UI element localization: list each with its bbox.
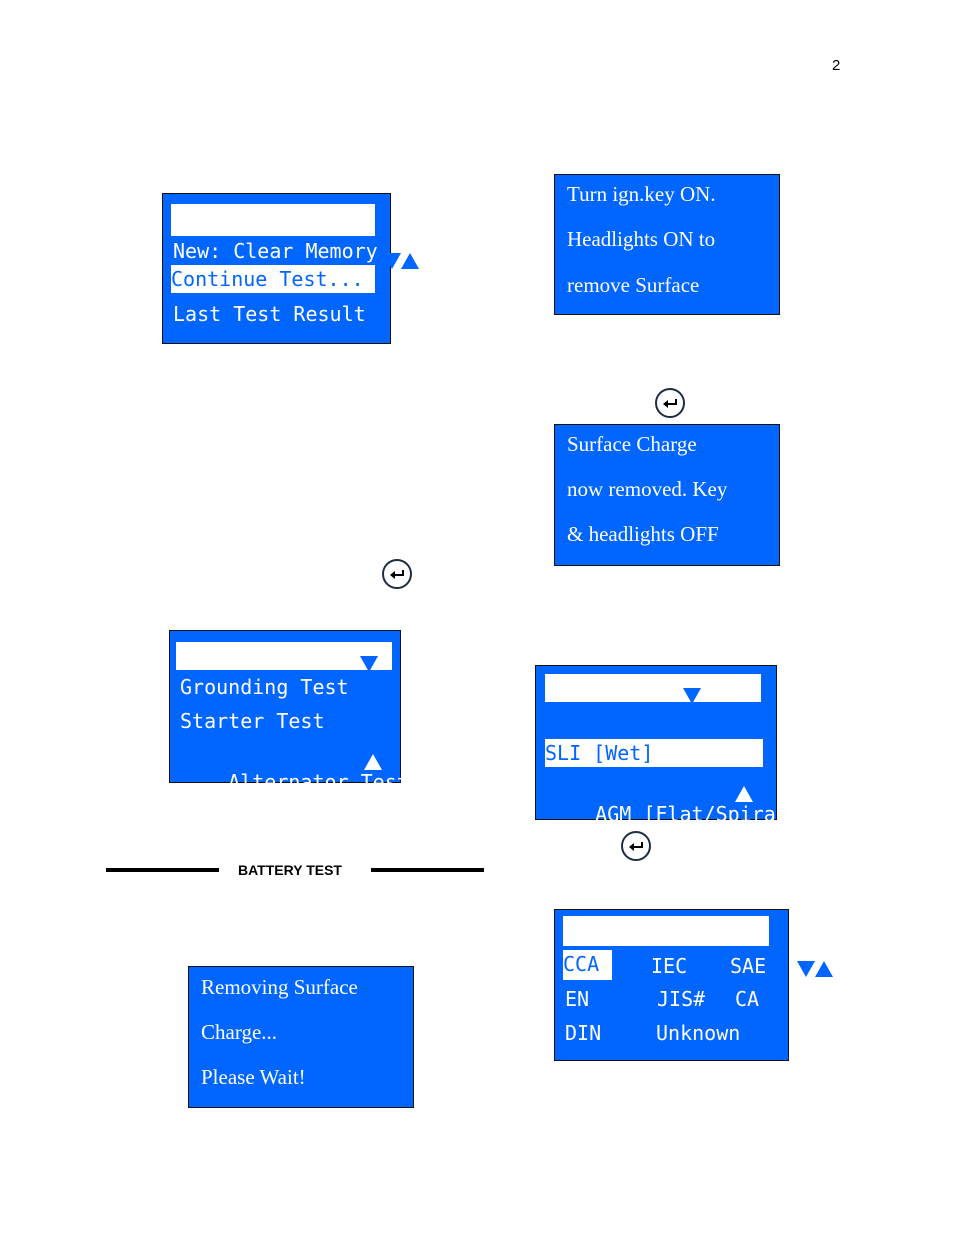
rating-option-ca: CA (735, 987, 760, 1011)
continue-test-row: Continue Test... (171, 265, 375, 293)
last-test-result-row: Last Test Result (173, 302, 366, 326)
up-arrow-icon (364, 753, 382, 770)
battery-menu-screen: Battery Test Grounding Test Starter Test… (169, 630, 409, 794)
rating-option-sae: SAE (730, 954, 767, 978)
sli-wet-row: SLI [Wet] (545, 739, 763, 767)
removing-row-3: Please Wait! (201, 1065, 306, 1089)
down-arrow-icon (360, 655, 378, 672)
removed-row-2: now removed. Key (567, 477, 728, 501)
rating-option-en: EN (565, 987, 590, 1011)
grounding-test-row: Grounding Test (180, 675, 349, 699)
section-rule-left (106, 868, 219, 872)
select-test-screen: Select Test New: Clear Memory Continue T… (162, 193, 420, 344)
enter-key-icon (382, 559, 412, 589)
enter-key-icon (655, 388, 685, 418)
ign-row-2: Headlights ON to (567, 227, 716, 251)
removing-row-1: Removing Surface (201, 975, 358, 999)
rating-option-din: DIN (565, 1021, 602, 1045)
rating-option-iec: IEC (651, 954, 688, 978)
ign-row-3: remove Surface (567, 273, 700, 297)
down-arrow-icon (683, 687, 701, 704)
battery-test-row: Battery Test (176, 642, 392, 696)
select-test-title: Select Test (219, 240, 352, 264)
removed-row-1: Surface Charge (567, 432, 697, 456)
rating-option-unknown: Unknown (656, 1021, 741, 1045)
removed-row-3: & headlights OFF (567, 522, 719, 546)
rating-option-cca: CCA (563, 950, 612, 980)
select-test-title-row: Select Test (171, 204, 420, 269)
down-arrow-icon (797, 960, 816, 977)
enter-key-icon (621, 831, 651, 861)
select-type-title-row: Select Type (545, 674, 761, 728)
agm-label: AGM [Flat/Spiral] (595, 802, 800, 826)
rating-option-jis: JIS# (657, 987, 706, 1011)
section-title: BATTERY TEST (238, 862, 342, 878)
alternator-test-row: Alternator Test (180, 740, 409, 852)
removing-surface-screen: Removing Surface Charge... Please Wait! (188, 966, 414, 1108)
page-number: 2 (832, 57, 841, 74)
up-arrow-icon (401, 252, 420, 269)
select-type-screen: Select Type SLI [Wet] AGM [Flat/Spiral] (535, 665, 800, 826)
alternator-test-label: Alternator Test (228, 770, 409, 794)
up-arrow-icon (815, 960, 834, 977)
battery-test-label: Battery Test (224, 672, 369, 696)
ign-row-1: Turn ign.key ON. (567, 182, 716, 206)
down-arrow-icon (383, 252, 402, 269)
new-clear-memory-row: New: Clear Memory (173, 239, 378, 263)
select-rating-title-row: Select Rating (563, 916, 834, 977)
section-rule-right (371, 868, 484, 872)
agm-row: AGM [Flat/Spiral] (547, 772, 800, 884)
removing-row-2: Charge... (201, 1020, 278, 1044)
starter-test-row: Starter Test (180, 709, 325, 733)
select-type-title: Select Type (593, 704, 726, 728)
ignition-on-screen: Turn ign.key ON. Headlights ON to remove… (554, 174, 780, 315)
surface-removed-screen: Surface Charge now removed. Key & headli… (554, 424, 780, 566)
up-arrow-icon (735, 785, 753, 802)
select-rating-screen: Select Rating CCA IEC SAE EN JIS# CA DIN… (554, 909, 834, 1061)
select-rating-title: Select Rating (611, 949, 768, 973)
